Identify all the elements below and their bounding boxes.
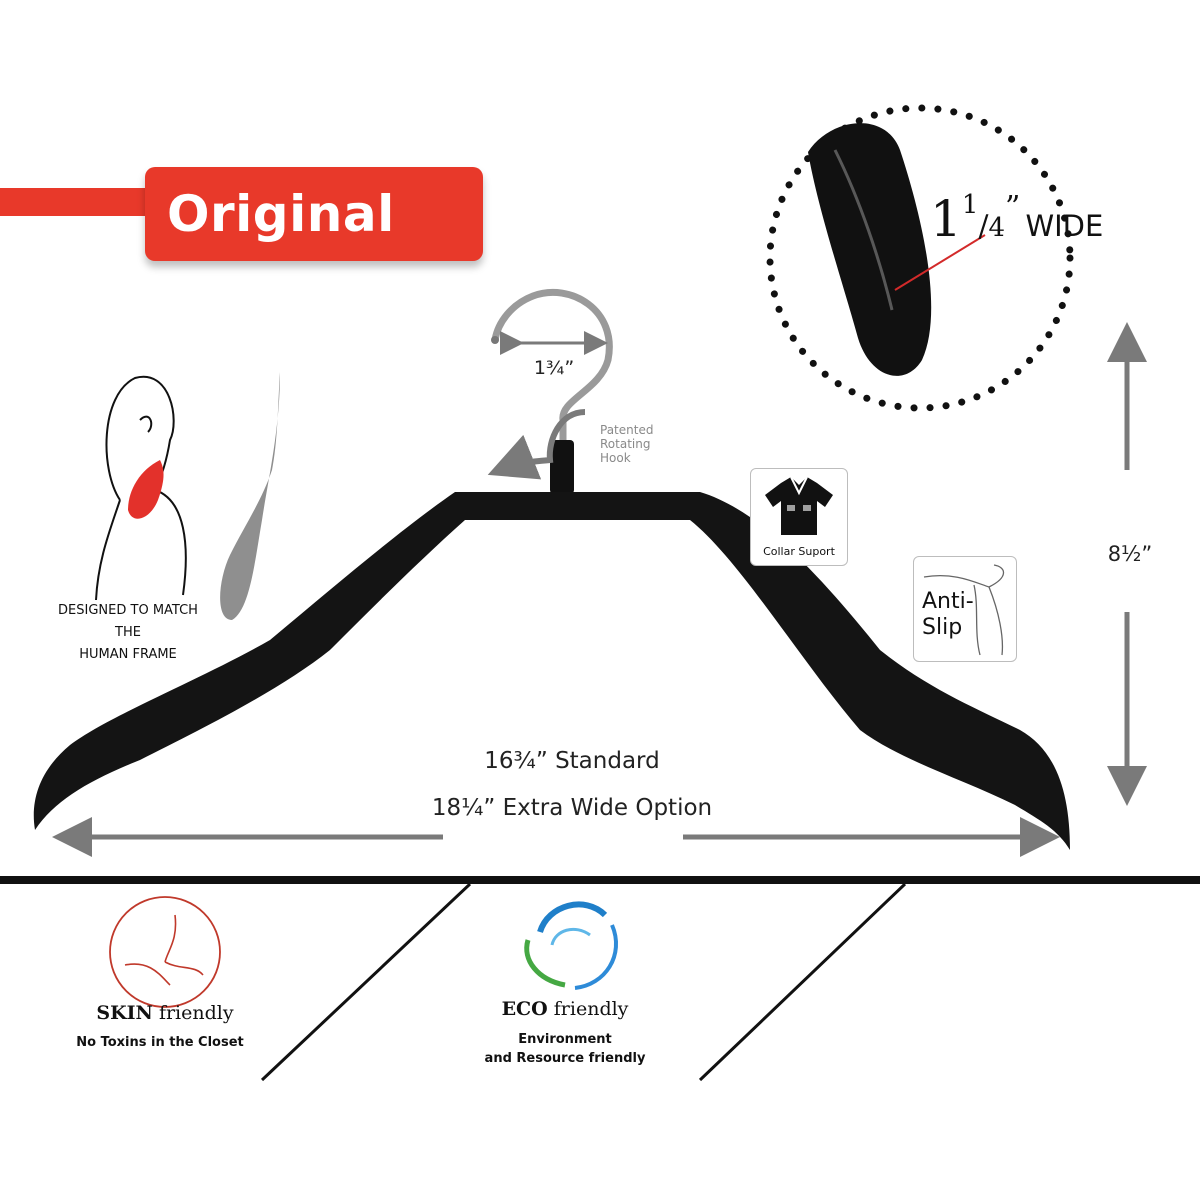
skin-friendly-sub: No Toxins in the Closet <box>76 1035 244 1050</box>
collar-support-label: Collar Suport <box>763 545 835 558</box>
scarf-icon <box>923 564 1005 656</box>
human-frame-line-3: HUMAN FRAME <box>79 647 177 662</box>
rotating-line-3: Hook <box>600 451 631 465</box>
width-indicator-line <box>894 234 986 291</box>
rotating-line-1: Patented <box>600 423 654 437</box>
hanger-body <box>33 492 1071 850</box>
eco-swirl-icon <box>524 901 619 990</box>
eco-friendly-heading: ECO friendly <box>495 998 635 1020</box>
hook-base <box>550 440 574 494</box>
shoulder-profile-grey <box>220 372 280 620</box>
shoulder-closeup <box>808 123 932 376</box>
banner-bar <box>0 188 160 216</box>
anti-slip-card: Anti- Slip <box>913 556 1017 662</box>
callout-numerator: 1 <box>961 190 979 220</box>
hook-wire <box>491 288 613 488</box>
skin-heading-bold: SKIN <box>96 1002 153 1024</box>
height-label: 8½” <box>1107 542 1153 566</box>
eco-friendly-sub: Environment and Resource friendly <box>465 1030 665 1068</box>
rotation-arrow <box>487 409 586 480</box>
collar-support-card: Collar Suport <box>750 468 848 566</box>
extra-wide-label: 18¼” Extra Wide Option <box>431 795 713 821</box>
hook-width-label: 1¾” <box>533 357 575 379</box>
callout-denominator: 4 <box>988 213 1006 243</box>
human-figure-icon <box>95 375 187 601</box>
slant-line-left <box>260 882 472 1082</box>
anti-slip-line-2: Slip <box>922 615 963 640</box>
skin-friendly-heading: SKIN friendly <box>95 1002 235 1024</box>
skin-icon-ring <box>109 896 221 1008</box>
eco-heading-rest: friendly <box>547 998 629 1020</box>
shirt-icon <box>765 476 833 535</box>
anti-slip-line-1: Anti- <box>922 589 974 614</box>
width-callout: 11/4” WIDE <box>930 190 1104 248</box>
dotted-magnifier-circle <box>766 104 1074 412</box>
eco-heading-bold: ECO <box>501 998 548 1020</box>
callout-inch-mark: ” <box>1005 190 1021 225</box>
rotating-line-2: Rotating <box>600 437 651 451</box>
callout-whole: 1 <box>930 190 962 248</box>
human-frame-line-1: DESIGNED TO MATCH <box>58 603 198 618</box>
rotating-hook-label: Patented Rotating Hook <box>600 423 653 465</box>
original-banner: Original <box>145 167 483 261</box>
banner-label: Original <box>167 185 395 243</box>
slant-line-right <box>698 882 907 1082</box>
skin-icon-hand <box>124 914 204 986</box>
human-frame-line-2: THE <box>115 625 141 640</box>
anti-slip-label: Anti- Slip <box>922 589 974 641</box>
eco-sub-line-2: and Resource friendly <box>484 1051 646 1066</box>
standard-width-label: 16¾” Standard <box>484 748 660 774</box>
eco-sub-line-1: Environment <box>518 1032 612 1047</box>
human-frame-label: DESIGNED TO MATCH THE HUMAN FRAME <box>44 600 212 666</box>
callout-word: WIDE <box>1025 209 1104 243</box>
skin-heading-rest: friendly <box>152 1002 234 1024</box>
